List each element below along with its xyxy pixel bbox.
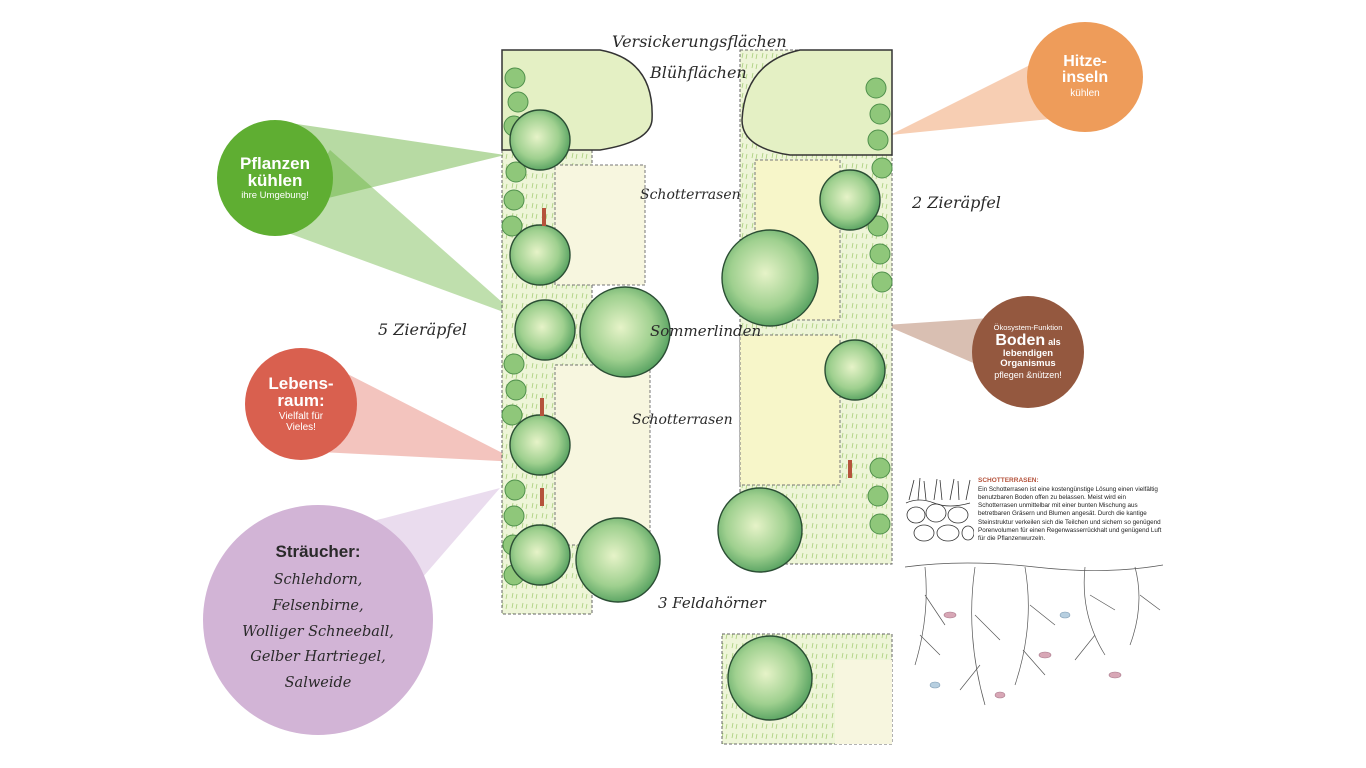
label-5-zieraepfel: 5 Zieräpfel [378, 320, 467, 339]
right-gravel-2 [739, 334, 841, 486]
plant-posts [540, 208, 852, 506]
label-schotterrasen-2: Schotterrasen [632, 412, 733, 428]
right-hedge [865, 77, 893, 535]
tree-zierapfel [819, 169, 881, 231]
tree-zierapfel [824, 339, 886, 401]
label-2-zieraepfel: 2 Zieräpfel [912, 193, 1001, 212]
bubble-lebensraum: Lebens-raum: Vielfalt für Vieles! [245, 348, 357, 460]
bubble-oekosystem-post: pflegen &nützen! [994, 369, 1062, 380]
tree-zierapfel [514, 299, 576, 361]
bubble-pflanzen-title: Pflanzen kühlen [240, 153, 310, 190]
left-gravel-2 [554, 364, 651, 546]
info-body: Ein Schotterrasen ist eine kostengünstig… [978, 485, 1162, 543]
bubble-lebensraum-title: Lebens-raum: [268, 373, 334, 410]
bubble-straeucher: Sträucher: Schlehdorn, Felsenbirne, Woll… [203, 505, 433, 735]
bottom-plot-gravel [835, 660, 892, 744]
straeucher-item: Schlehdorn, [273, 572, 363, 588]
bubble-lebensraum-sub: Vielfalt für Vieles! [278, 410, 324, 434]
info-heading: SCHOTTERRASEN: [978, 477, 1039, 484]
straeucher-item: Felsenbirne, [272, 597, 364, 614]
bubble-oekosystem-title: Boden [995, 331, 1046, 349]
tree-sommerlinde [579, 286, 671, 378]
straeucher-item: Wolliger Schneeball, [242, 623, 394, 640]
tree-zierapfel [509, 109, 571, 171]
label-sommerlinden: Sommerlinden [650, 322, 762, 340]
trees [509, 109, 886, 721]
tree-zierapfel [509, 224, 571, 286]
bubble-hitze-sub: kühlen [1070, 88, 1100, 100]
tree-feldahorn [717, 487, 803, 573]
beam-oekosystem [885, 318, 990, 368]
label-versickerung: Versickerungsflächen [612, 32, 787, 51]
tree-zierapfel [509, 524, 571, 586]
bubble-oekosystem-sub: lebendigen Organismus [1000, 347, 1056, 370]
soil-life-illustration [905, 562, 1163, 706]
label-schotterrasen-1: Schotterrasen [640, 187, 741, 203]
label-3-feldahorner: 3 Feldahörner [658, 594, 766, 612]
bubble-oekosystem: Ökosystem-Funktion Boden als lebendigen … [972, 296, 1084, 408]
beam-hitze [890, 60, 1060, 135]
bubble-oekosystem-mid: als [1048, 336, 1061, 347]
straeucher-item: Salweide [284, 675, 352, 692]
bubble-pflanzen: Pflanzen kühlen ihre Umgebung! [217, 120, 333, 236]
straeucher-item: Gelber Hartriegel, [250, 649, 386, 666]
bubble-straeucher-title: Sträucher: [275, 542, 361, 561]
gravel-cross-section-illustration [905, 477, 974, 542]
right-bloom-area [741, 49, 893, 156]
left-hedge [501, 67, 529, 586]
schotterrasen-info: SCHOTTERRASEN: Ein Schotterrasen ist ein… [978, 477, 1166, 544]
bubble-pflanzen-sub: ihre Umgebung! [241, 189, 309, 201]
straeucher-list: Schlehdorn, Felsenbirne, Wolliger Schnee… [242, 568, 394, 697]
tree-feldahorn [727, 635, 813, 721]
bubble-hitze-title: Hitze-inseln [1061, 53, 1109, 87]
bubble-oekosystem-pre: Ökosystem-Funktion [993, 323, 1063, 333]
left-gravel-1 [554, 164, 646, 286]
tree-zierapfel [509, 414, 571, 476]
beam-lebensraum [320, 365, 520, 462]
label-bluehflaechen: Blühflächen [650, 63, 747, 82]
tree-sommerlinde [721, 229, 819, 327]
bubble-hitze: Hitze-inseln kühlen [1027, 22, 1143, 132]
beam-pflanzen-2 [280, 150, 520, 318]
tree-feldahorn [575, 517, 661, 603]
